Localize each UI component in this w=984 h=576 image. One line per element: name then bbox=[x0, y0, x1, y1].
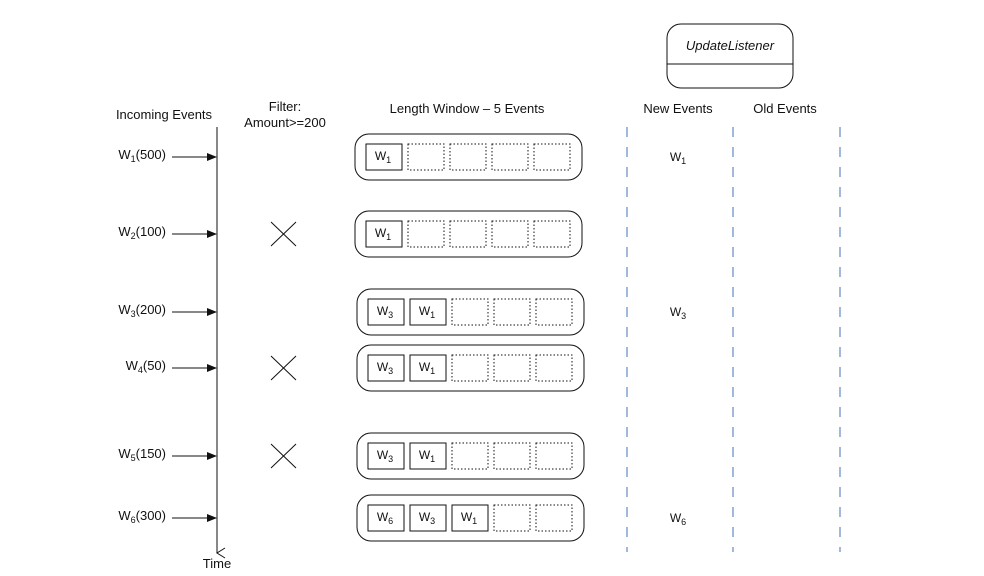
window-slot-empty bbox=[451, 442, 489, 470]
window-slot-empty bbox=[493, 504, 531, 532]
window-slot-filled bbox=[367, 298, 405, 326]
update-listener-box: UpdateListener bbox=[666, 23, 794, 89]
window-slot-empty bbox=[535, 504, 573, 532]
window-slot-label: W3 bbox=[377, 304, 393, 320]
window-slot-label: W6 bbox=[377, 510, 393, 526]
window-slot-empty bbox=[533, 143, 571, 171]
window-slot-empty bbox=[451, 298, 489, 326]
new-event-label: W3 bbox=[670, 305, 686, 321]
window-slot-filled bbox=[367, 442, 405, 470]
window-slot-filled bbox=[451, 504, 489, 532]
window-slot-label: W1 bbox=[375, 149, 391, 165]
window-slot-filled bbox=[365, 220, 403, 248]
incoming-event-label: W6(300) bbox=[118, 508, 166, 525]
window-slot-empty bbox=[407, 143, 445, 171]
window-slot-filled bbox=[367, 354, 405, 382]
header-filter-line1: Filter: bbox=[269, 99, 302, 114]
window-slot-label: W1 bbox=[461, 510, 477, 526]
window-slot-filled bbox=[409, 298, 447, 326]
filtered-out-cross-icon bbox=[270, 221, 297, 247]
window-slot-label: W3 bbox=[419, 510, 435, 526]
window-slot-empty bbox=[451, 354, 489, 382]
window-slot-filled bbox=[365, 143, 403, 171]
time-label: Time bbox=[203, 556, 231, 571]
window-slot-label: W1 bbox=[375, 226, 391, 242]
event-row: W6(300) W6 W3 W1 W6 bbox=[118, 494, 686, 542]
window-slot-empty bbox=[535, 442, 573, 470]
window-slot-empty bbox=[493, 354, 531, 382]
window-slot-empty bbox=[535, 298, 573, 326]
event-row: W1(500) W1 W1 bbox=[118, 133, 686, 181]
window-slot-label: W1 bbox=[419, 448, 435, 464]
window-slot-empty bbox=[449, 220, 487, 248]
window-slot-empty bbox=[493, 442, 531, 470]
incoming-event-label: W4(50) bbox=[126, 358, 166, 375]
event-row: W4(50) W3 W1 bbox=[126, 344, 585, 392]
event-row: W3(200) W3 W1 W3 bbox=[118, 288, 686, 336]
header-filter-line2: Amount>=200 bbox=[244, 115, 326, 130]
incoming-event-label: W3(200) bbox=[118, 302, 166, 319]
window-slot-filled bbox=[409, 354, 447, 382]
filtered-out-cross-icon bbox=[270, 355, 297, 381]
header-old-events: Old Events bbox=[753, 101, 817, 116]
event-row: W5(150) W3 W1 bbox=[118, 432, 585, 480]
window-slot-label: W1 bbox=[419, 360, 435, 376]
window-slot-empty bbox=[491, 220, 529, 248]
window-slot-filled bbox=[409, 442, 447, 470]
window-slot-label: W1 bbox=[419, 304, 435, 320]
window-slot-label: W3 bbox=[377, 448, 393, 464]
header-new-events: New Events bbox=[643, 101, 713, 116]
new-event-label: W1 bbox=[670, 150, 686, 166]
window-slot-filled bbox=[367, 504, 405, 532]
incoming-event-label: W5(150) bbox=[118, 446, 166, 463]
window-slot-empty bbox=[407, 220, 445, 248]
header-incoming-events: Incoming Events bbox=[116, 107, 213, 122]
event-row: W2(100) W1 bbox=[118, 210, 583, 258]
window-slot-empty bbox=[533, 220, 571, 248]
header-length-window: Length Window – 5 Events bbox=[390, 101, 545, 116]
window-slot-filled bbox=[409, 504, 447, 532]
window-slot-empty bbox=[493, 298, 531, 326]
new-event-label: W6 bbox=[670, 511, 686, 527]
update-listener-title: UpdateListener bbox=[686, 38, 775, 53]
window-slot-empty bbox=[535, 354, 573, 382]
window-slot-label: W3 bbox=[377, 360, 393, 376]
window-slot-empty bbox=[449, 143, 487, 171]
window-slot-empty bbox=[491, 143, 529, 171]
incoming-event-label: W1(500) bbox=[118, 147, 166, 164]
filtered-out-cross-icon bbox=[270, 443, 297, 469]
incoming-event-label: W2(100) bbox=[118, 224, 166, 241]
